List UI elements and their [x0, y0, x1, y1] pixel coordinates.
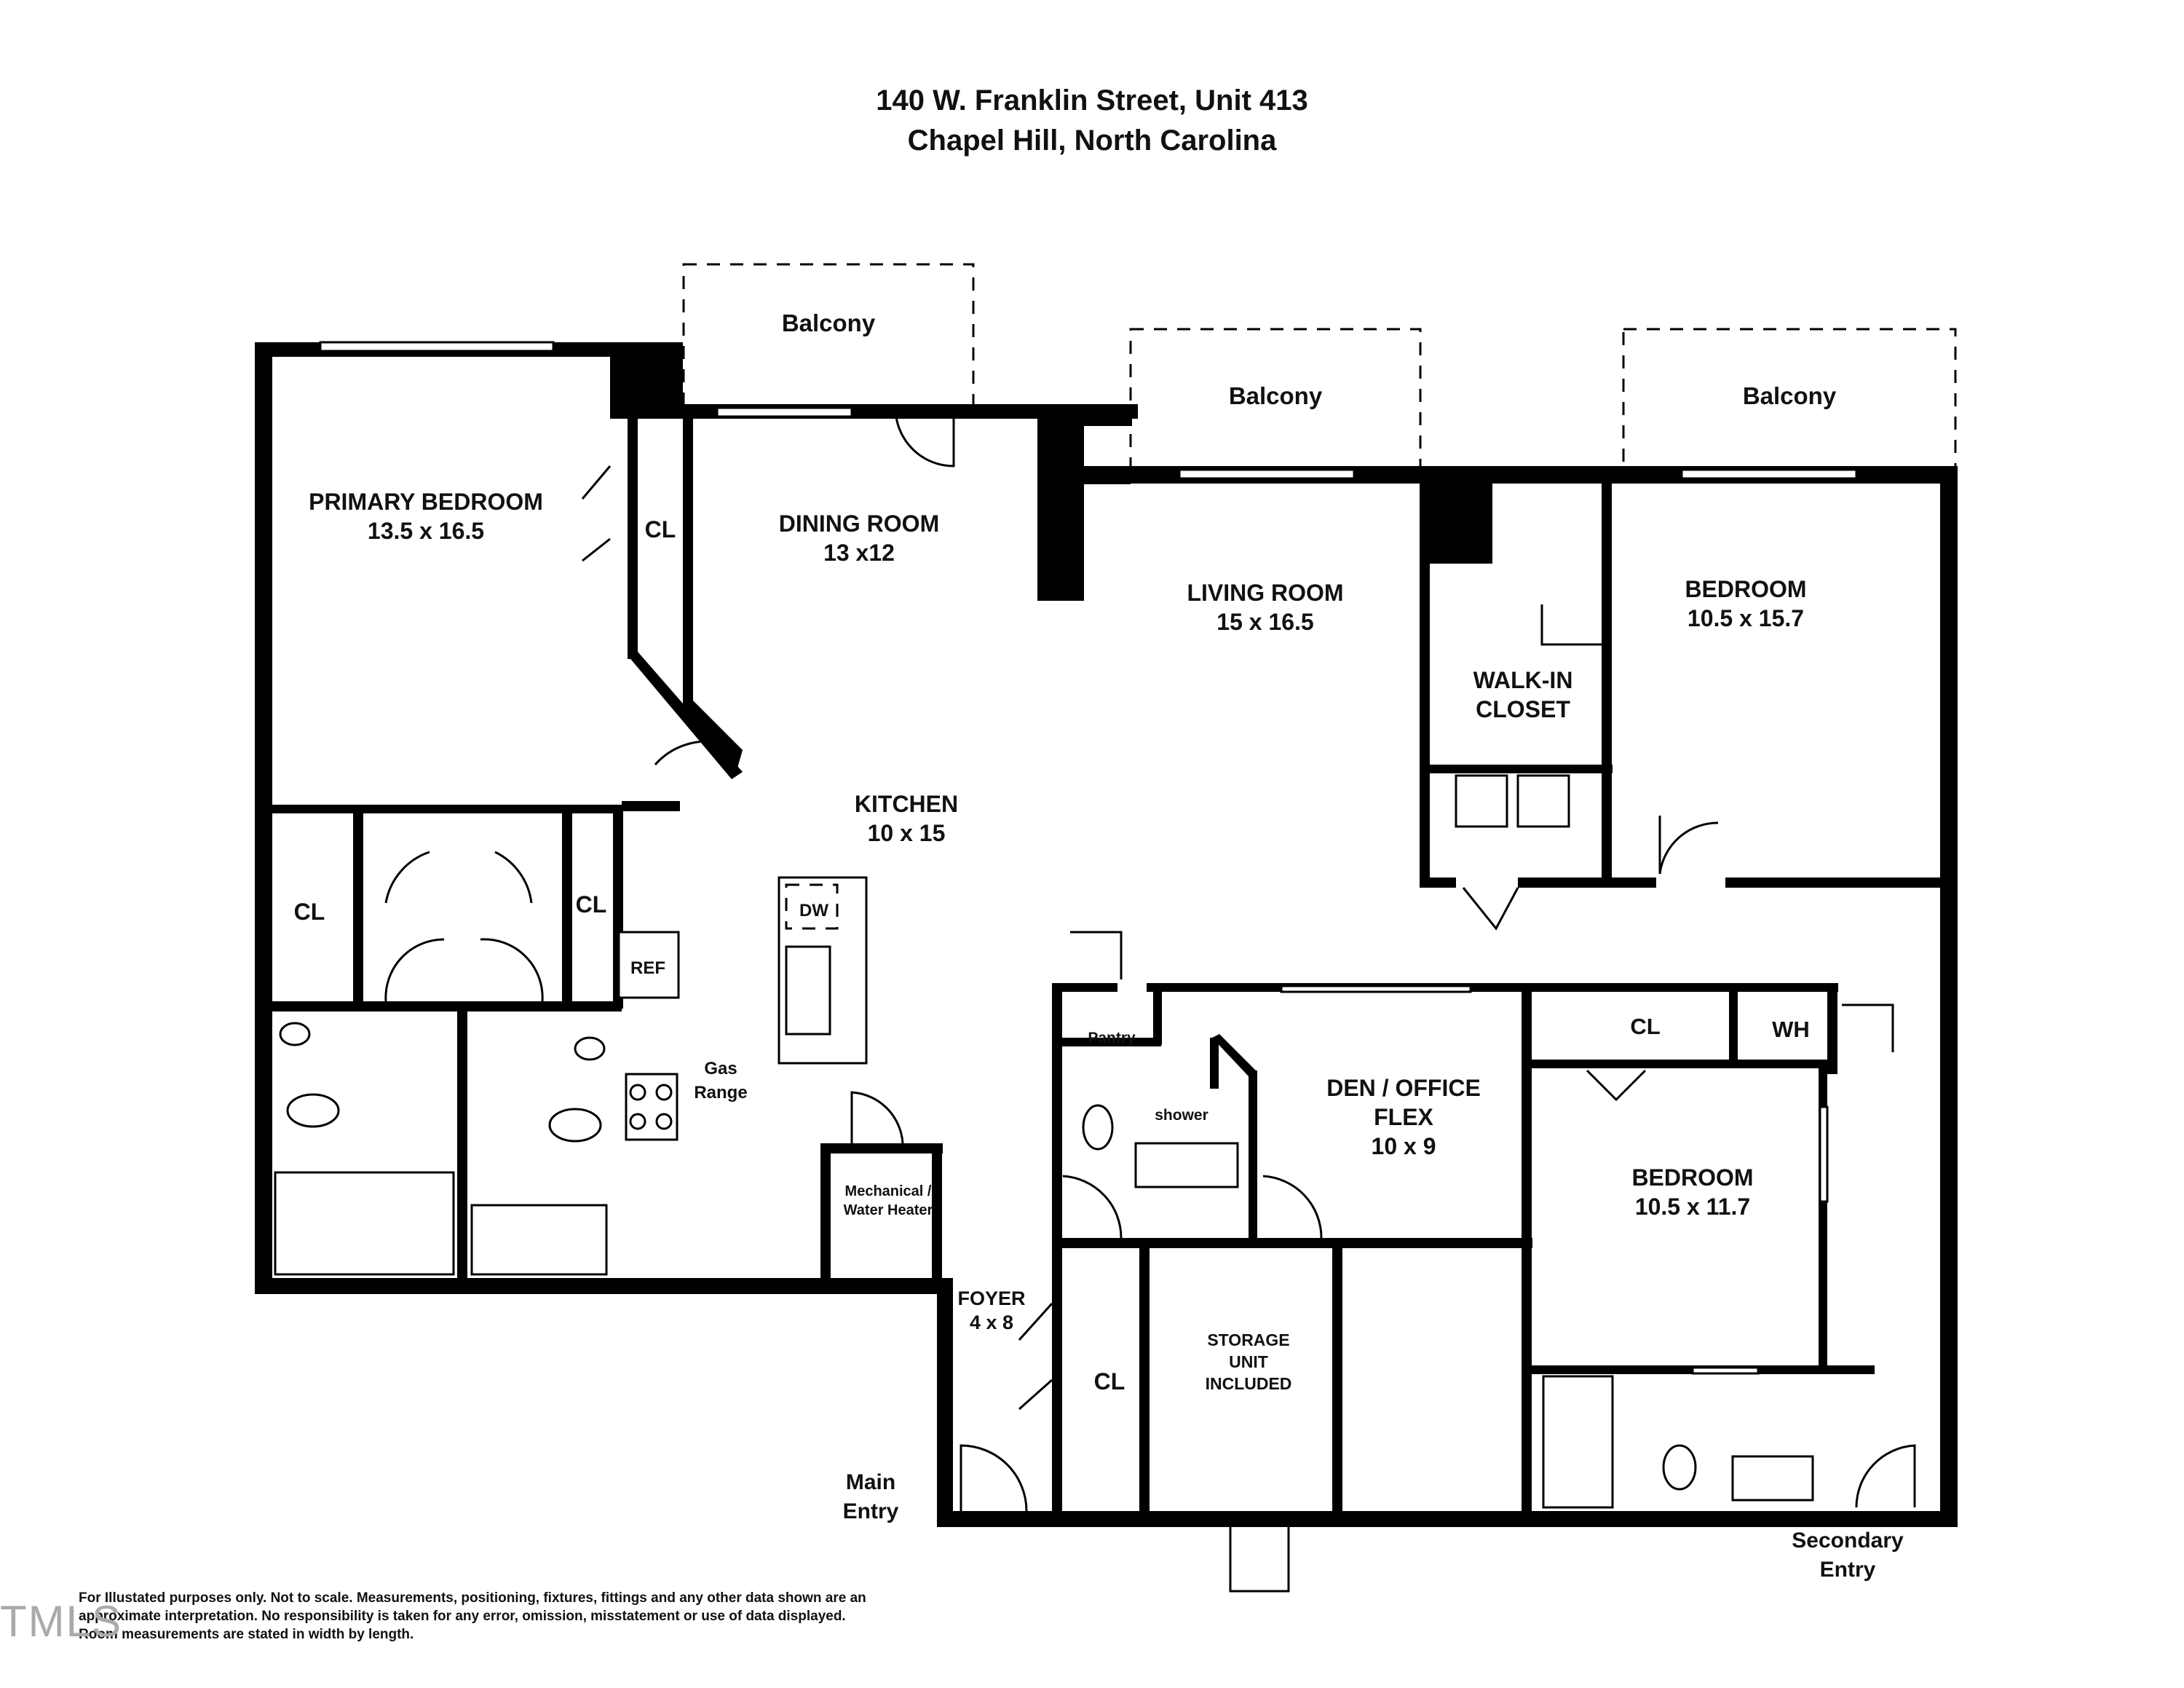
secondary-entry-line2: Entry: [1820, 1558, 1876, 1582]
wh-door: [1842, 1003, 1894, 1052]
vanity-4: [1731, 1455, 1814, 1502]
walk-in-bifold: [1462, 887, 1519, 931]
secondary-entry-line1: Secondary: [1792, 1529, 1904, 1553]
doors: [384, 407, 1916, 1593]
primary-closet-bifold: [384, 851, 533, 904]
interior-walls: [271, 419, 1944, 1522]
walk-in-closet-line1: WALK-IN: [1473, 667, 1573, 693]
gas-range-line2: Range: [694, 1083, 747, 1103]
primary-bedroom-door: [654, 740, 721, 765]
balcony-label-2: Balcony: [1229, 382, 1323, 409]
foyer-name: FOYER: [957, 1287, 1025, 1309]
foyer-closet-label: CL: [1094, 1368, 1125, 1395]
walk-in-door: [1540, 604, 1602, 646]
kitchen-name: KITCHEN: [855, 791, 958, 817]
disclaimer-line-2: approximate interpretation. No responsib…: [79, 1609, 846, 1624]
gas-range: [625, 1073, 678, 1141]
bedroom-2-name: BEDROOM: [1631, 1164, 1753, 1191]
main-entry-line1: Main: [846, 1470, 895, 1494]
shower-stall: [274, 1171, 455, 1276]
bath-doors: [384, 938, 544, 1002]
mechanical-line1: Mechanical /: [845, 1183, 932, 1199]
shower-label: shower: [1155, 1107, 1208, 1124]
disclaimer-line-3: Room measurements are stated in width by…: [79, 1627, 414, 1642]
refrigerator-label: REF: [630, 958, 665, 978]
windows: [319, 341, 1858, 1375]
balconies: [682, 263, 1957, 473]
bedroom-1-name: BEDROOM: [1685, 576, 1806, 602]
closet-right-label: CL: [1630, 1014, 1660, 1039]
den-line1: DEN / OFFICE: [1326, 1075, 1481, 1101]
living-room-size: 15 x 16.5: [1216, 609, 1313, 635]
refrigerator: [617, 931, 680, 999]
balcony-outline-2: [1129, 328, 1422, 473]
dishwasher-outline: [785, 883, 839, 930]
storage-line3: INCLUDED: [1206, 1374, 1292, 1393]
toilet-1: [286, 1093, 340, 1128]
balcony-label-1: Balcony: [782, 309, 876, 336]
bedroom-1-door: [1658, 816, 1719, 875]
water-heater-label: WH: [1772, 1017, 1810, 1042]
toilet-2: [548, 1108, 602, 1143]
toilet-4: [1662, 1444, 1697, 1491]
sink-1: [279, 1022, 311, 1046]
disclaimer-line-1: For Illustated purposes only. Not to sca…: [79, 1590, 866, 1606]
mechanical-door: [850, 1091, 904, 1144]
primary-bedroom-size: 13.5 x 16.5: [368, 518, 484, 544]
primary-closet-doors: [581, 465, 612, 562]
dishwasher-label: DW: [799, 901, 828, 920]
disclaimer: For Illustated purposes only. Not to sca…: [79, 1589, 916, 1644]
secondary-entry-door: [1855, 1444, 1916, 1508]
den-line2: FLEX: [1374, 1104, 1433, 1130]
kitchen-sink: [785, 945, 831, 1036]
fixtures: [274, 774, 1814, 1509]
den-door: [1262, 1175, 1323, 1239]
living-room-name: LIVING ROOM: [1187, 580, 1343, 606]
den-size: 10 x 9: [1372, 1133, 1436, 1159]
room-labels: Balcony Balcony Balcony PRIMARY BEDROOM …: [294, 309, 1904, 1582]
bathtub-1: [470, 1204, 608, 1276]
walk-in-closet-line2: CLOSET: [1476, 696, 1570, 722]
balcony-label-3: Balcony: [1743, 382, 1837, 409]
dining-room-size: 13 x12: [823, 540, 895, 566]
balcony-outline-1: [682, 263, 975, 408]
pantry-label: Pantry: [1088, 1030, 1136, 1046]
foyer-size: 4 x 8: [970, 1312, 1013, 1333]
dining-balcony-door: [894, 407, 955, 468]
bedroom-2-size: 10.5 x 11.7: [1635, 1194, 1750, 1220]
closet-left-label: CL: [294, 899, 325, 925]
pantry-door: [1070, 931, 1123, 979]
bedroom-2-closet-bifold: [1586, 1069, 1647, 1102]
bath-door: [1062, 1175, 1123, 1239]
storage-line1: STORAGE: [1207, 1330, 1289, 1349]
vanity-3: [1134, 1142, 1239, 1188]
closet-middle-label: CL: [576, 891, 607, 918]
primary-bedroom-name: PRIMARY BEDROOM: [309, 489, 543, 515]
main-entry-line2: Entry: [843, 1499, 899, 1523]
bedroom-1-size: 10.5 x 15.7: [1688, 605, 1804, 631]
foyer-closet-doors: [1018, 1302, 1053, 1411]
storage-door: [1229, 1527, 1290, 1593]
city-line: Chapel Hill, North Carolina: [907, 125, 1277, 157]
primary-closet-label: CL: [645, 516, 676, 543]
watermark: TMLS: [0, 1597, 123, 1646]
gas-range-line1: Gas: [704, 1059, 737, 1078]
dryer: [1516, 774, 1570, 828]
sink-2: [574, 1036, 606, 1061]
toilet-3: [1082, 1104, 1114, 1151]
washer: [1455, 774, 1508, 828]
exterior-walls: [255, 342, 1958, 1527]
address-line: 140 W. Franklin Street, Unit 413: [876, 84, 1308, 117]
bathtub-2: [1542, 1375, 1614, 1509]
dining-room-name: DINING ROOM: [779, 510, 939, 537]
mechanical-line2: Water Heater: [844, 1202, 933, 1218]
storage-line2: UNIT: [1229, 1352, 1268, 1371]
main-entry-door: [960, 1444, 1028, 1512]
kitchen-size: 10 x 15: [868, 820, 946, 846]
